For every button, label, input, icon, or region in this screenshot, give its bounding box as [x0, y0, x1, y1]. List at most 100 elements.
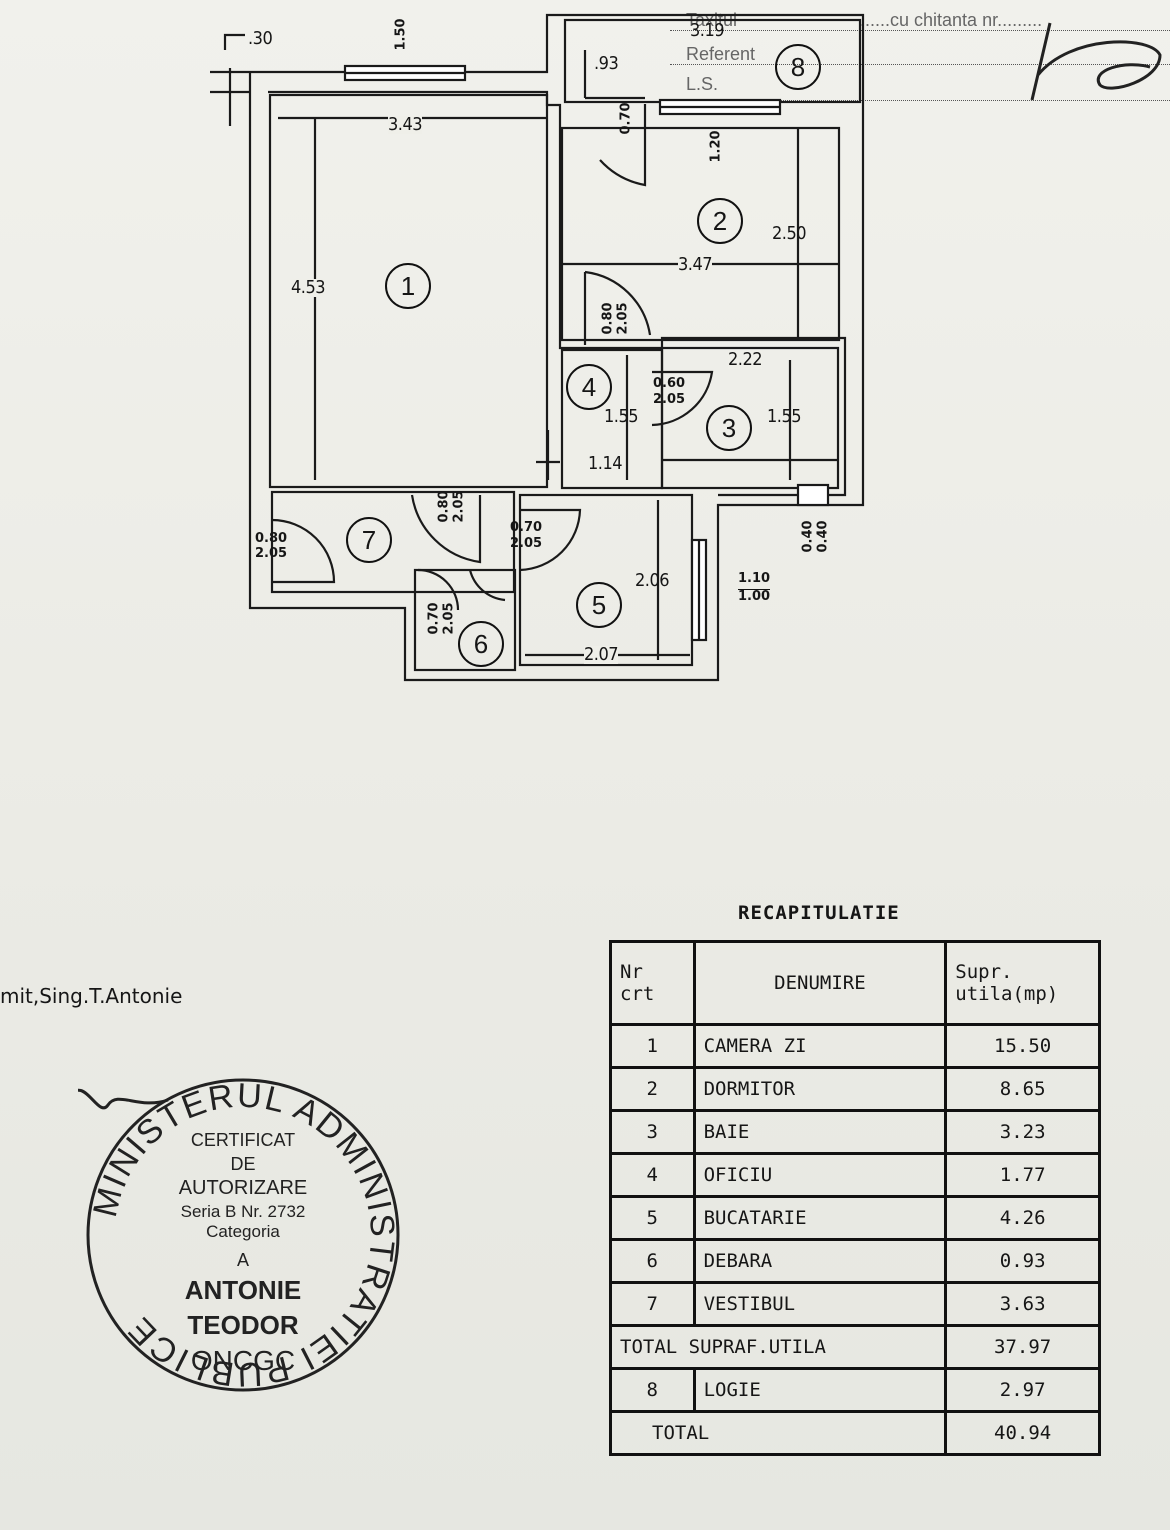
- recap-title: RECAPITULATIE: [738, 902, 900, 924]
- door-entry: [271, 518, 336, 584]
- row-area: 3.23: [944, 1109, 1101, 1155]
- dim-door1-b: 2.05: [451, 490, 467, 523]
- row-area: 1.77: [944, 1152, 1101, 1198]
- row-name: DEBARA: [692, 1238, 948, 1284]
- dim-room4-height: 1.55: [604, 406, 639, 427]
- total-value: 40.94: [944, 1410, 1101, 1456]
- room-number-5: 5: [576, 582, 622, 628]
- dim-door2-b: 2.05: [615, 302, 631, 335]
- row-name: OFICIU: [692, 1152, 948, 1198]
- header-receipt: ......cu chitanta nr.........: [860, 10, 1043, 30]
- dim-logia-door: 0.70: [618, 102, 634, 135]
- floor-plan: [210, 13, 865, 682]
- total-util-value: 37.97: [944, 1324, 1101, 1370]
- room-number-4: 4: [566, 364, 612, 410]
- row-name: LOGIE: [692, 1367, 948, 1413]
- row-name: VESTIBUL: [692, 1281, 948, 1327]
- dim-door2-a: 0.80: [600, 302, 616, 335]
- dim-logia-small: .93: [594, 53, 619, 74]
- row-name: BAIE: [692, 1109, 948, 1155]
- total-label: TOTAL: [608, 1410, 948, 1456]
- dim-window-1: 1.50: [393, 18, 409, 51]
- recap-header-row: Nr crt DENUMIRE Supr. utila(mp): [609, 940, 1101, 1026]
- dim-window-2: 1.20: [708, 130, 724, 163]
- row-area: 15.50: [944, 1023, 1101, 1069]
- door-room3: [651, 370, 714, 427]
- recap-head-name: DENUMIRE: [692, 940, 948, 1026]
- recap-head-nr: Nr crt: [609, 940, 696, 1026]
- header-ls: L.S.: [686, 74, 719, 94]
- dim-door6-a: 0.70: [426, 602, 442, 635]
- room-number-6: 6: [458, 621, 504, 667]
- room-6-outline: [413, 568, 517, 672]
- dim-window5-a: 1.10: [738, 571, 771, 586]
- door-room1: [410, 494, 482, 564]
- row-nr: 4: [609, 1152, 696, 1198]
- room-number-8: 8: [775, 44, 821, 90]
- dim-door6-b: 2.05: [441, 602, 457, 635]
- dim-vent-a: 0.40: [800, 520, 816, 553]
- dim-entry-b: 2.05: [255, 546, 288, 561]
- row-area: 0.93: [944, 1238, 1101, 1284]
- dim-room1-width: 3.43: [388, 114, 423, 135]
- row-nr: 8: [609, 1367, 696, 1413]
- room-number-3: 3: [706, 405, 752, 451]
- dim-door3-b: 2.05: [653, 392, 686, 407]
- stamp-line-2: DE: [230, 1154, 256, 1174]
- recap-head-area: Supr. utila(mp): [944, 940, 1101, 1026]
- dim-room3-width: 2.22: [728, 349, 763, 370]
- row-area: 4.26: [944, 1195, 1101, 1241]
- header-line-1: [670, 30, 1170, 31]
- row-area: 3.63: [944, 1281, 1101, 1327]
- row-nr: 6: [609, 1238, 696, 1284]
- row-nr: 5: [609, 1195, 696, 1241]
- dim-door5-b: 2.05: [510, 536, 543, 551]
- author-name: mit,Sing.T.Antonie: [0, 984, 183, 1008]
- room-1-outline: [268, 93, 549, 489]
- room-number-1: 1: [385, 263, 431, 309]
- dim-wall: .30: [248, 28, 273, 49]
- row-nr: 1: [609, 1023, 696, 1069]
- room-number-7: 7: [346, 517, 392, 563]
- dim-entry-a: 0.80: [255, 531, 288, 546]
- room-7-outline: [270, 490, 516, 594]
- row-name: DORMITOR: [692, 1066, 948, 1112]
- dim-door3-a: 0.60: [653, 376, 686, 391]
- dim-door1-a: 0.80: [436, 490, 452, 523]
- row-area: 2.97: [944, 1367, 1101, 1413]
- room-number-2: 2: [697, 198, 743, 244]
- dim-window5-b: 1.00: [738, 589, 771, 604]
- stamp-bottom: ONCGC: [190, 1345, 296, 1376]
- dim-door5-a: 0.70: [510, 520, 543, 535]
- header-line-3: [670, 100, 1170, 101]
- authorization-stamp: MINISTERUL ADMINISTRATIEI PUBLICE CERTIF…: [78, 1070, 408, 1400]
- dim-room5-width: 2.07: [584, 644, 619, 665]
- row-nr: 3: [609, 1109, 696, 1155]
- inner-wall-outline: [268, 90, 847, 497]
- row-area: 8.65: [944, 1066, 1101, 1112]
- header-referent: Referent: [686, 44, 756, 64]
- row-nr: 2: [609, 1066, 696, 1112]
- row-name: CAMERA ZI: [692, 1023, 948, 1069]
- stamp-name-2: TEODOR: [187, 1310, 299, 1340]
- room-2-outline: [560, 126, 841, 342]
- form-header: Taxitul ......cu chitanta nr......... Re…: [670, 8, 1170, 103]
- door-room2: [599, 104, 647, 187]
- stamp-line-3: AUTORIZARE: [178, 1177, 308, 1199]
- stamp-line-4: Seria B Nr. 2732: [180, 1202, 306, 1221]
- dim-room1-height: 4.53: [291, 277, 326, 298]
- stamp-line-6: A: [236, 1250, 249, 1270]
- door-room2-b: [583, 270, 652, 345]
- corner-mark: [223, 33, 245, 50]
- stamp-name-1: ANTONIE: [184, 1275, 302, 1305]
